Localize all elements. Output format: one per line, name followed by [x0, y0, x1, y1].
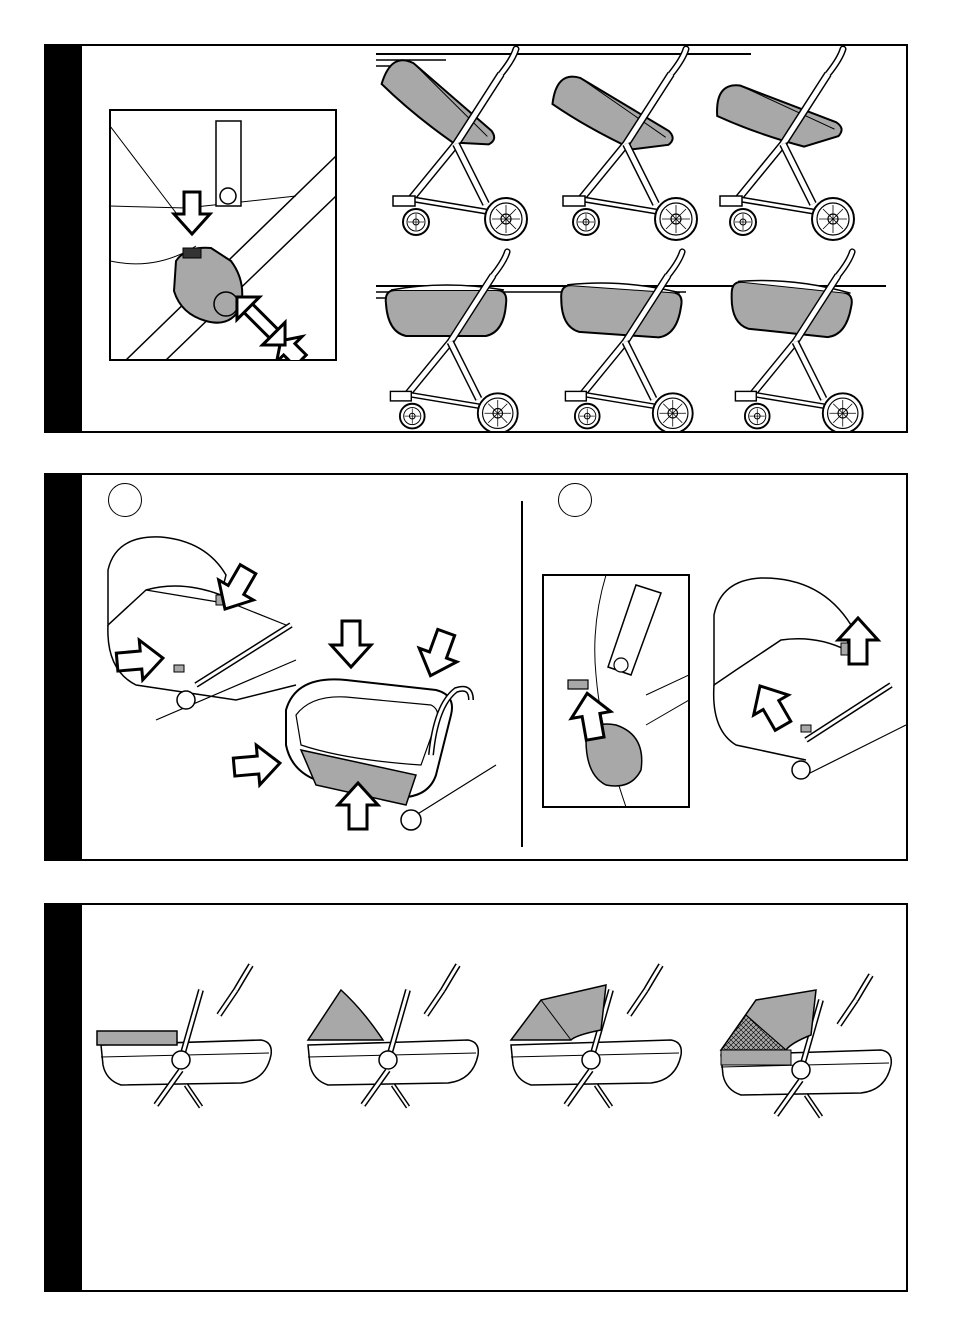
config-hood-folded [97, 965, 271, 1107]
step-b-release-inset [543, 575, 689, 807]
panel-1-artwork [46, 46, 906, 431]
config-hood-up [511, 965, 681, 1107]
inset-recline-lever [110, 110, 336, 373]
config-hood-half [308, 965, 478, 1107]
panel-2-artwork [46, 475, 906, 859]
panel-recline-positions [44, 44, 908, 433]
carrycot-position-2 [559, 252, 693, 431]
panel-3-artwork [46, 905, 906, 1290]
seat-position-3 [707, 48, 854, 240]
config-hood-with-mesh [721, 975, 891, 1117]
step-a-seat-removal [108, 537, 296, 720]
carrycot-position-3 [728, 252, 863, 431]
seat-level-lines [376, 54, 886, 298]
panel-attach-carrycot [44, 473, 908, 861]
step-a-carrycot-attach [232, 621, 496, 830]
panel-hood-configurations [44, 903, 908, 1292]
seat-position-1 [378, 47, 527, 240]
carrycot-position-1 [386, 252, 518, 431]
seat-position-2 [546, 49, 697, 240]
step-b-lift-carrycot [714, 578, 906, 779]
